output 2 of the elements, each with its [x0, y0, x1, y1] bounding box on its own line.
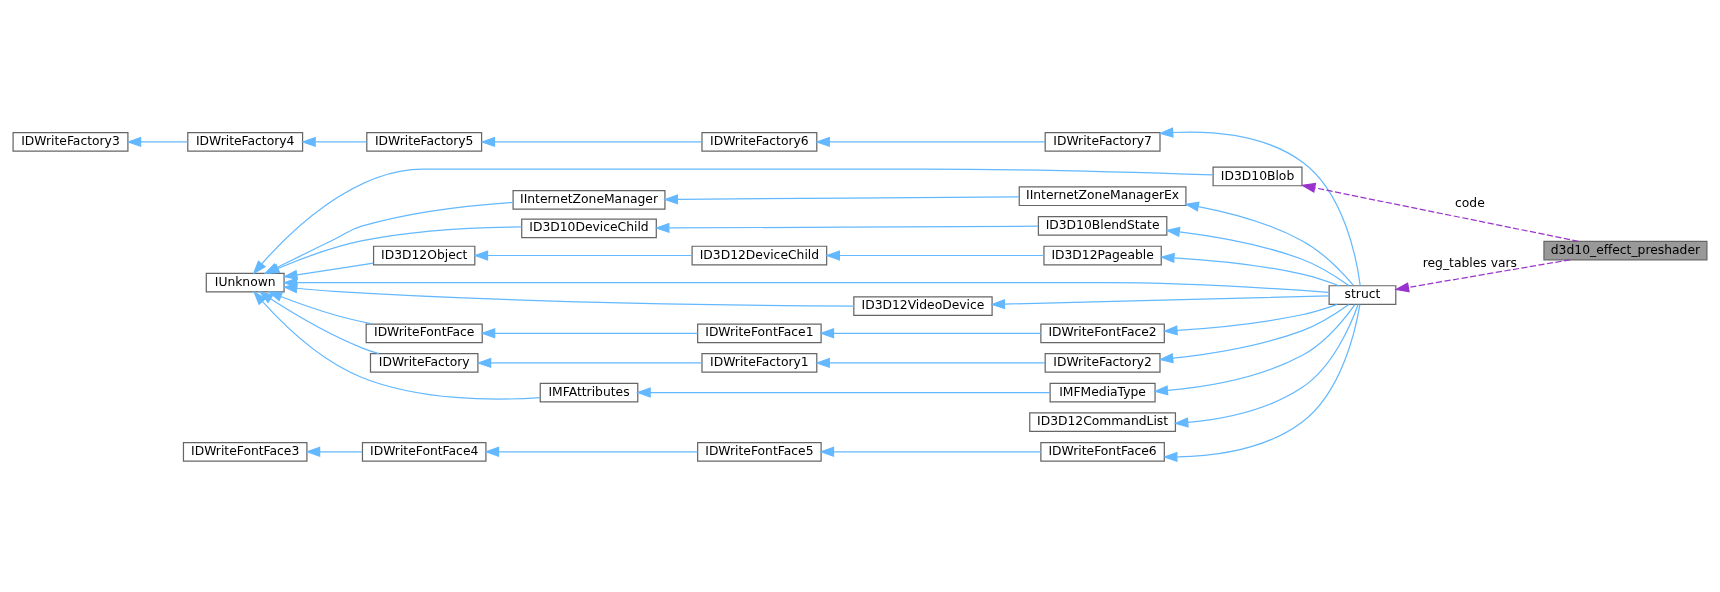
edge-label: reg_tables vars	[1422, 255, 1518, 270]
edge-label: code	[1455, 195, 1485, 210]
